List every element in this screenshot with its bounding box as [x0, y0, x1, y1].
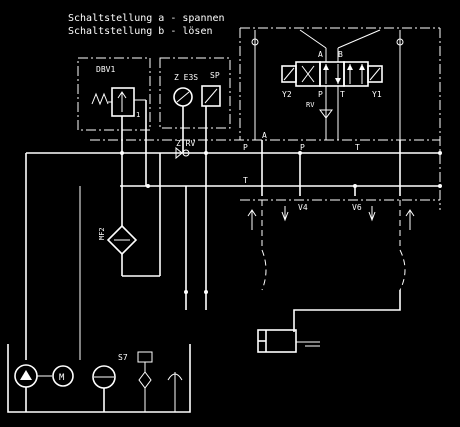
- line-a-port-label: A: [262, 131, 267, 140]
- junction: [184, 290, 188, 294]
- switch-slash: [204, 88, 218, 104]
- valve-port-p: P: [318, 90, 323, 99]
- check-valve-ball: [182, 149, 190, 157]
- junction: [204, 290, 208, 294]
- coupling-left-icon: [247, 209, 257, 230]
- valve-port-a: A: [318, 50, 323, 59]
- junction: [146, 184, 150, 188]
- z-e3s-label: Z E3S: [174, 73, 198, 82]
- directional-valve: [281, 29, 383, 98]
- port-marker-right: [396, 38, 404, 46]
- hose-right: [399, 200, 406, 291]
- solenoid-y1-label: Y1: [372, 90, 382, 99]
- left-p-label: P: [243, 143, 248, 152]
- left-t-label: T: [243, 176, 248, 185]
- sp-label: SP: [210, 71, 220, 80]
- legend-line-b: Schaltstellung b - lösen: [68, 26, 213, 37]
- check-valve-zrv-icon: [175, 146, 183, 160]
- valve-v6-icon: [368, 206, 376, 222]
- pressure-switch-icon: [201, 85, 221, 107]
- check-valve-rv: [319, 98, 333, 120]
- legend-line-a: Schaltstellung a - spannen: [68, 13, 225, 24]
- valve-v4-icon: [281, 206, 289, 222]
- line-p-port-label: P: [300, 143, 305, 152]
- pressure-switch-block-outline: [159, 57, 231, 129]
- dbv-one-label: 1: [136, 111, 140, 119]
- filter-label: MF2: [98, 227, 106, 240]
- junction: [438, 151, 442, 155]
- valve-s7: [137, 351, 153, 412]
- dbv-block-outline: [77, 57, 151, 131]
- reservoir-outline: [7, 344, 191, 413]
- valve-port-t: T: [340, 90, 345, 99]
- port-marker-left: [251, 38, 259, 46]
- v6-label: V6: [352, 203, 362, 212]
- z-rv-label: Z RV: [176, 139, 195, 148]
- pressure-relief-valve: [91, 87, 147, 186]
- solenoid-y2-label: Y2: [282, 90, 292, 99]
- gauge-needle: [176, 91, 190, 103]
- valve-area-outline: [239, 27, 441, 210]
- hose-left: [261, 200, 267, 291]
- s7-label: S7: [118, 353, 128, 362]
- rv-label: RV: [306, 101, 315, 109]
- line-t-port-label: T: [355, 143, 360, 152]
- v4-label: V4: [298, 203, 308, 212]
- coupling-right-icon: [405, 209, 415, 230]
- dbv1-label: DBV1: [96, 65, 115, 74]
- motor-label: M: [59, 373, 65, 383]
- pump-motor-unit: M: [14, 364, 74, 412]
- valve-port-b: B: [338, 50, 343, 59]
- cylinder: [257, 290, 401, 353]
- junction: [438, 184, 442, 188]
